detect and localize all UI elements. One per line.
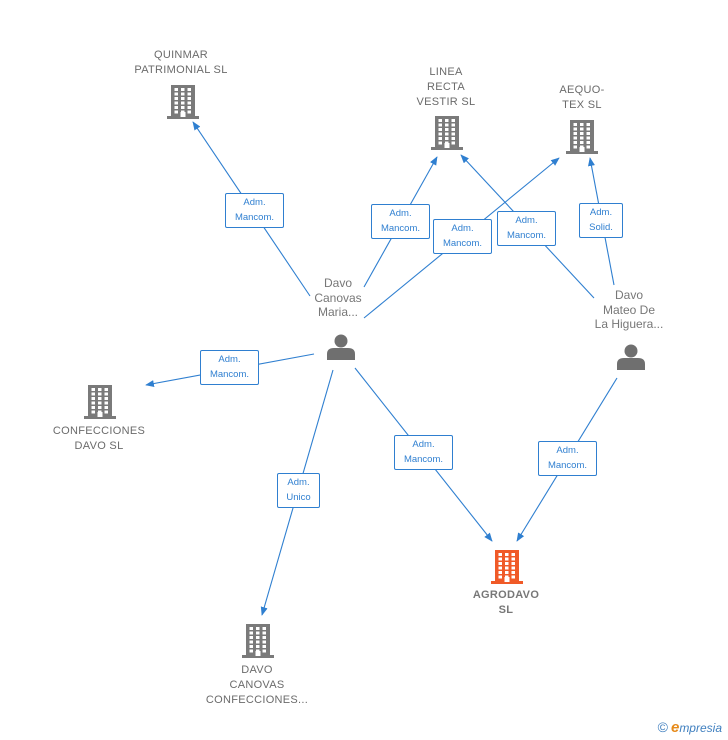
building-icon[interactable] [167,85,199,119]
person-icon[interactable] [327,334,355,361]
edge-role-label[interactable]: Adm. Mancom. [200,350,259,385]
node-label-davo_maria[interactable]: Davo Canovas Maria... [314,276,362,320]
node-label-davo_mateo[interactable]: Davo Mateo De La Higuera... [594,288,664,332]
node-label-agrodavo[interactable]: AGRODAVO SL [472,589,540,616]
edge-role-label[interactable]: Adm. Mancom. [497,211,556,246]
building-icon[interactable] [491,550,523,584]
empresia-copyright[interactable]: ©empresia [658,719,722,736]
building-icon[interactable] [242,624,274,658]
node-label-linea[interactable]: LINEA RECTA VESTIR SL [416,65,476,108]
building-icon[interactable] [84,385,116,419]
edge-role-label[interactable]: Adm. Solid. [579,203,623,238]
edge-role-label[interactable]: Adm. Mancom. [433,219,492,254]
building-icon[interactable] [566,120,598,154]
person-icon[interactable] [617,344,645,371]
edge-role-label[interactable]: Adm. Mancom. [225,193,284,228]
node-label-davo_conf[interactable]: DAVO CANOVAS CONFECCIONES... [205,663,309,706]
node-label-aequo[interactable]: AEQUO- TEX SL [559,84,605,111]
edge-role-label[interactable]: Adm. Mancom. [371,204,430,239]
copyright-symbol: © [657,719,668,735]
empresia-logo-text: mpresia [679,721,722,735]
edge-role-label[interactable]: Adm. Unico [277,473,320,508]
empresia-logo-initial: e [670,719,680,736]
node-label-quinmar[interactable]: QUINMAR PATRIMONIAL SL [134,49,228,76]
edge-role-label[interactable]: Adm. Mancom. [538,441,597,476]
edge-role-label[interactable]: Adm. Mancom. [394,435,453,470]
building-icon[interactable] [431,116,463,150]
node-label-confecciones[interactable]: CONFECCIONES DAVO SL [52,425,146,452]
